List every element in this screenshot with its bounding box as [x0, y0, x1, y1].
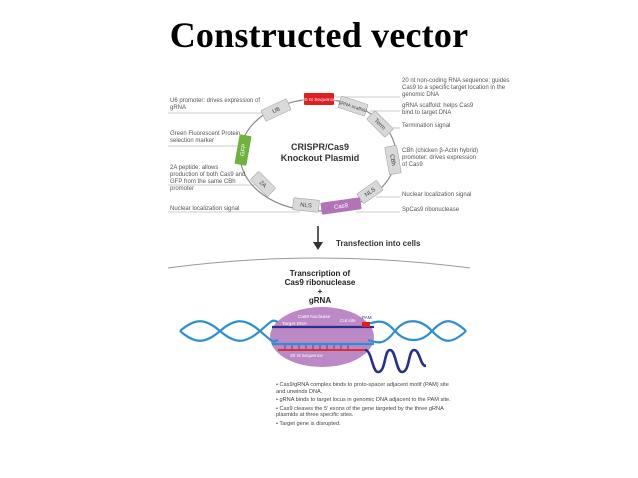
segment-20nt: 20 nt Sequence: [302, 93, 336, 105]
segment-gfp: GFP: [234, 134, 252, 166]
segment-nls-left: NLS: [292, 197, 320, 213]
plasmid-name-line2: Knockout Plasmid: [281, 153, 360, 163]
note-grna-scaffold: gRNA scaffold: helps Cas9 bind to target…: [402, 103, 474, 116]
cas9-complex: [270, 307, 374, 367]
bullet-item: • Cas9/gRNA complex binds to proto-space…: [276, 382, 449, 395]
segment-2a-label: 2A: [258, 180, 267, 189]
bullet-list: • Cas9/gRNA complex binds to proto-space…: [276, 382, 451, 430]
segment-cbh: CBh: [384, 145, 402, 175]
note-2a-peptide: 2A peptide: allows production of both Ca…: [170, 165, 246, 192]
segment-2a: 2A: [250, 171, 276, 197]
base-pair-ticks: [284, 345, 349, 349]
transfection-arrowhead: [313, 242, 323, 250]
segment-cas9: Cas9: [320, 197, 362, 215]
pam-marker: [362, 322, 370, 327]
nt20-sequence-label: 20 nt sequence: [290, 353, 323, 359]
note-cbh-promoter: CBh (chicken β-Actin hybrid) promoter: d…: [402, 148, 479, 168]
segment-u6-label: U6: [272, 106, 282, 115]
page-title: Constructed vector: [169, 15, 469, 55]
note-nls-right: Nuclear localization signal: [402, 192, 472, 198]
segment-nls-right-label: NLS: [364, 187, 377, 199]
segment-nls-right: NLS: [356, 180, 384, 204]
note-gfp-marker: Green Fluorescent Protein selection mark…: [170, 131, 241, 144]
cell-membrane: [167, 257, 471, 269]
note-u6-promoter: U6 promoter: drives expression of gRNA: [170, 98, 261, 111]
segment-grna: gRNA scaffold: [337, 95, 369, 117]
transfection-label: Transfection into cells: [336, 239, 421, 248]
note-20nt-sequence: 20 nt non-coding RNA sequence: guides Ca…: [402, 78, 510, 98]
segment-u6: U6: [260, 98, 292, 122]
cut-site-label: Cut site: [340, 318, 356, 323]
note-termination: Termination signal: [402, 123, 451, 129]
bullet-item: • Cas9 cleaves the 5′ exons of the gene …: [276, 405, 444, 419]
plasmid-name-line1: CRISPR/Cas9: [291, 142, 349, 152]
dna-helix-left: [179, 319, 279, 343]
dna-helix-right: [367, 320, 467, 344]
segment-cbh-label: CBh: [388, 154, 396, 167]
cas9-nuclease-label: Cas9 Nuclease: [298, 314, 331, 320]
grna-scaffold: [364, 348, 427, 374]
segment-nls-left-label: NLS: [300, 202, 312, 209]
transcription-line3: gRNA: [309, 296, 331, 305]
segment-term: Term: [366, 110, 394, 138]
segment-cas9-label: Cas9: [334, 203, 349, 211]
segment-20nt-label: 20 nt Sequence: [302, 97, 336, 103]
transcription-plus: +: [318, 287, 323, 296]
bullet-item: • Target gene is disrupted.: [276, 420, 341, 427]
target-dna-label: Target DNA: [282, 321, 308, 327]
transcription-line1: Transcription of: [290, 269, 351, 278]
note-nls-left: Nuclear localization signal: [170, 206, 240, 212]
pam-label: PAM: [362, 315, 372, 320]
transcription-line2: Cas9 ribonuclease: [285, 278, 356, 287]
bullet-item: • gRNA binds to target locus in genomic …: [276, 397, 451, 404]
note-spcas9: SpCas9 ribonuclease: [402, 207, 460, 213]
left-connectors: [168, 112, 300, 213]
segment-gfp-label: GFP: [240, 144, 248, 157]
